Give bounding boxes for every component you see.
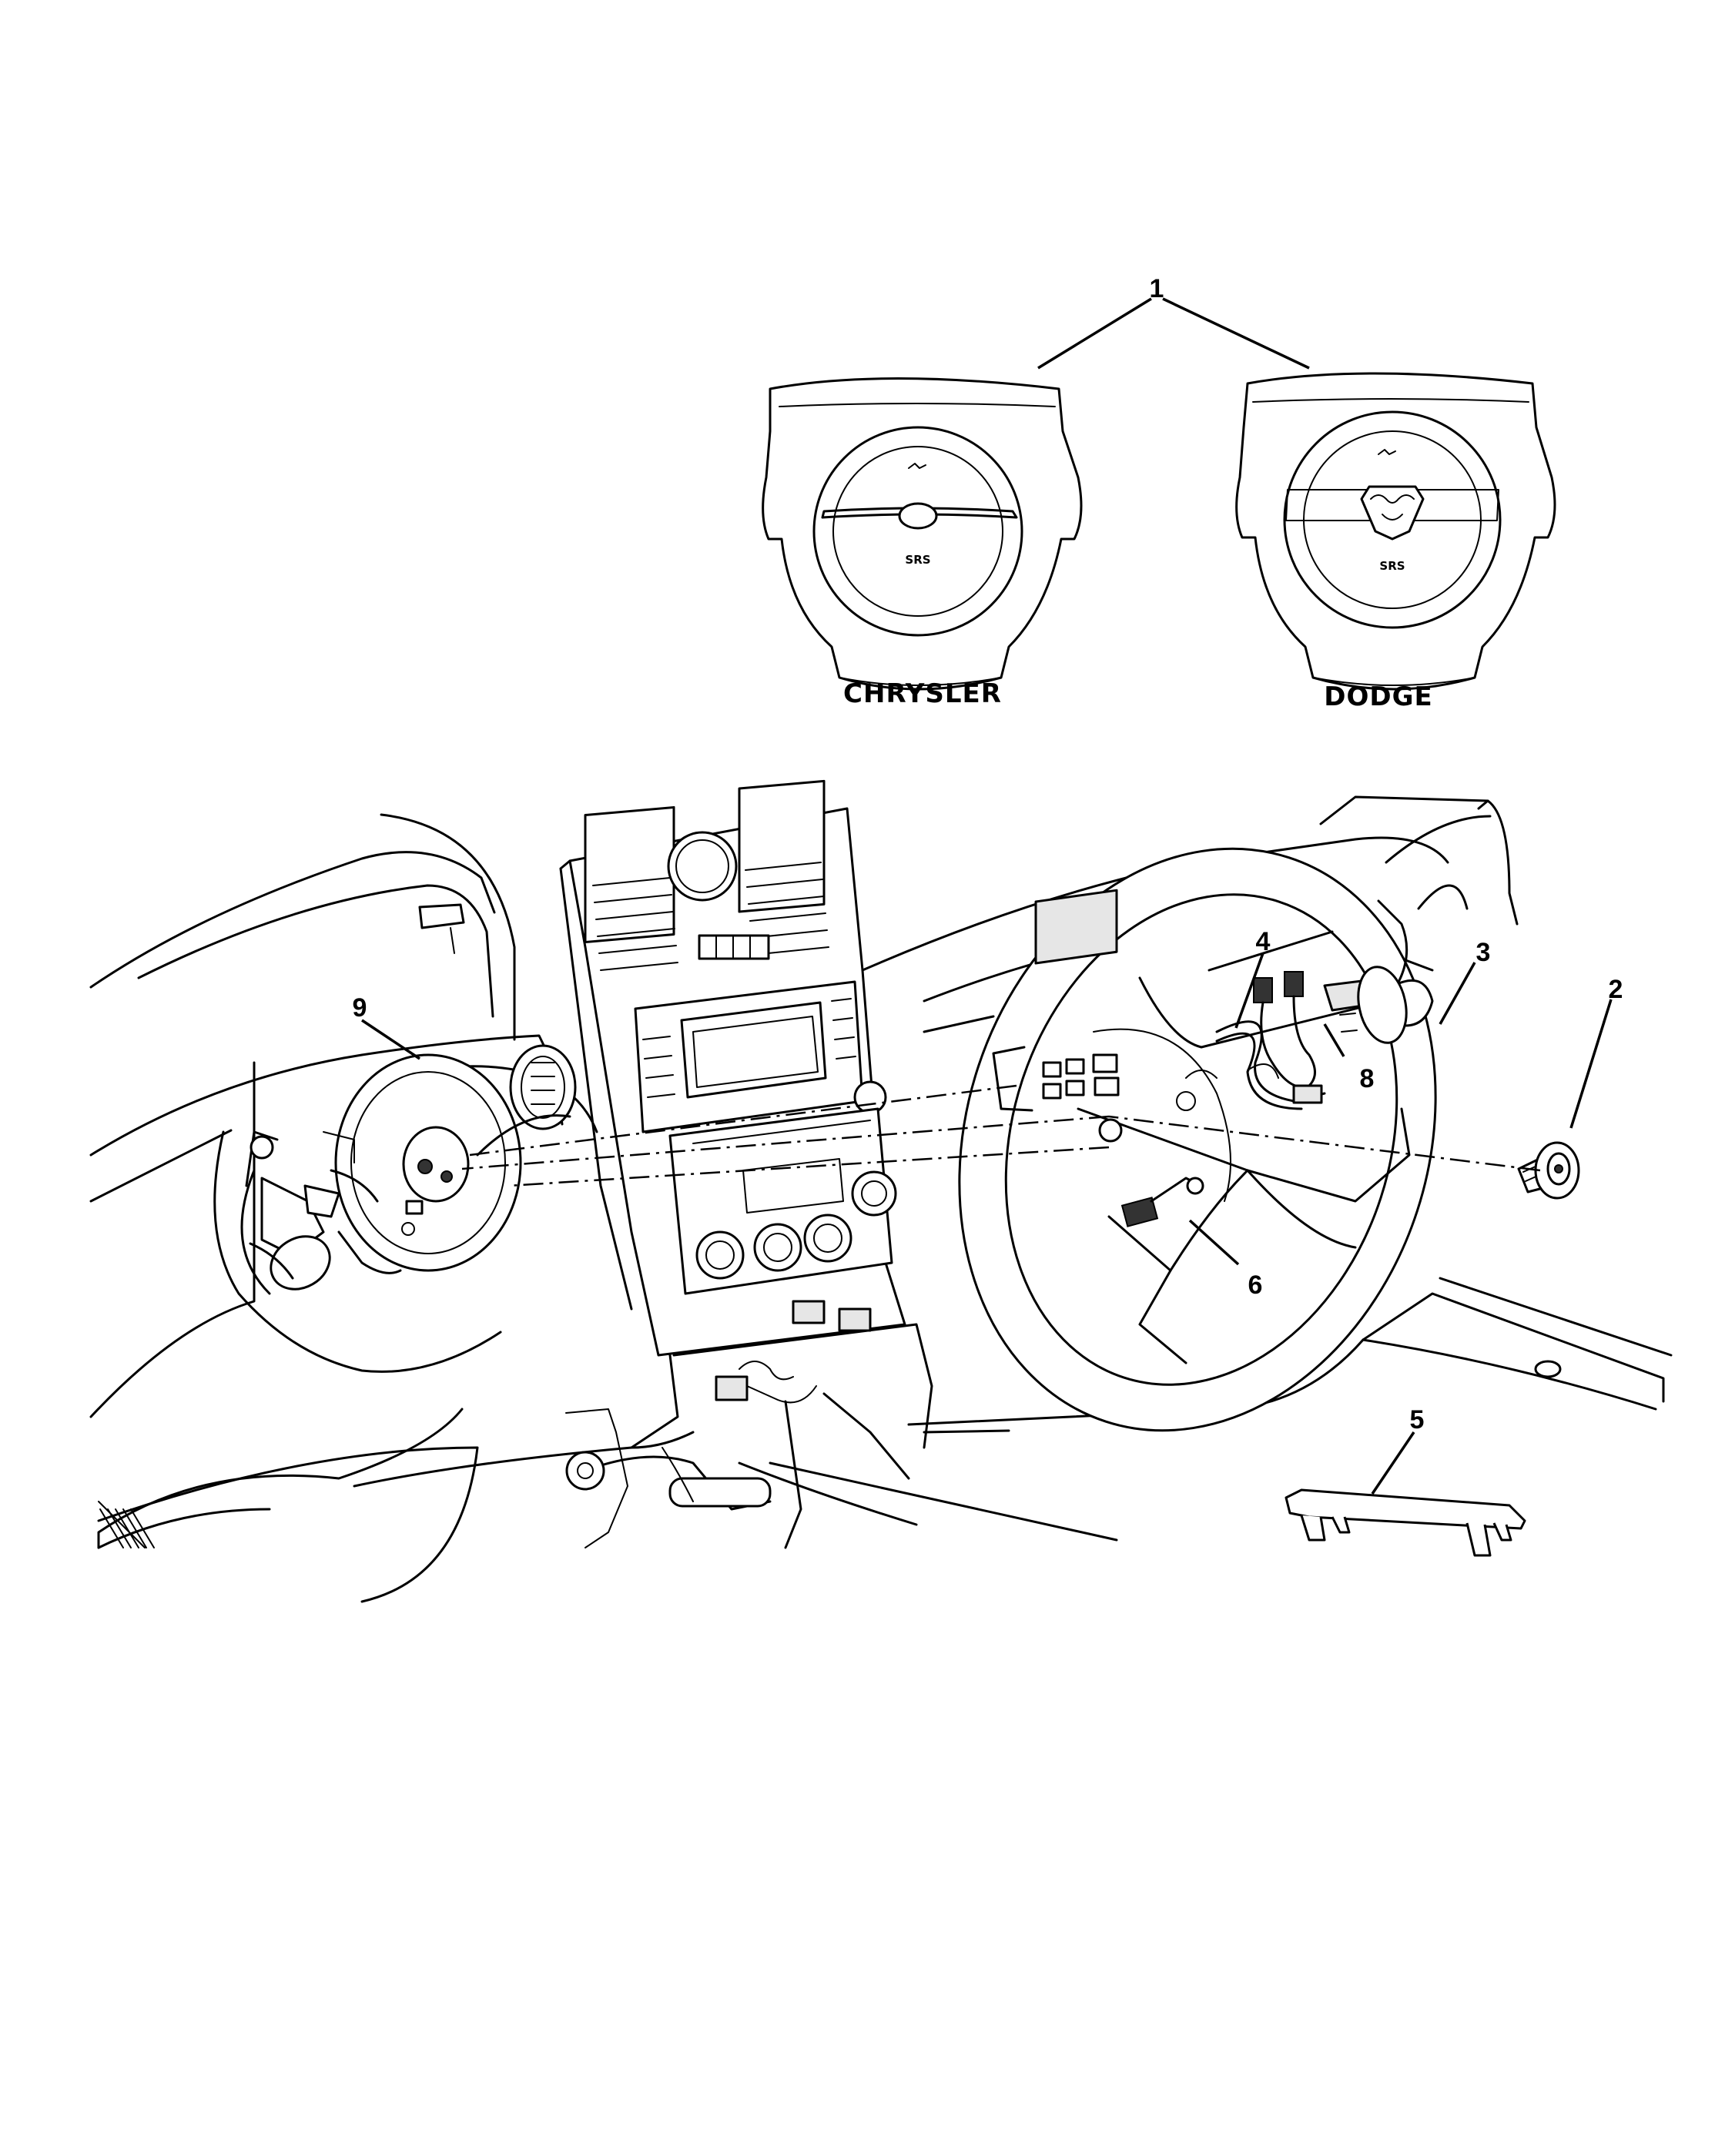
horn-icon <box>908 463 926 469</box>
assembly-lines <box>461 1084 1541 1187</box>
srs-marking-dodge: SRS <box>1379 559 1405 573</box>
callout-2[interactable]: 2 <box>1569 975 1623 1129</box>
srs-marking-chrysler: SRS <box>905 553 930 567</box>
svg-text:5: 5 <box>1410 1405 1425 1435</box>
svg-text:4: 4 <box>1256 927 1271 956</box>
airbag-connector[interactable] <box>1120 1177 1204 1227</box>
clockspring[interactable] <box>334 1053 571 1272</box>
instrument-panel <box>89 813 695 1603</box>
callout-9[interactable]: 9 <box>353 993 420 1060</box>
svg-text:9: 9 <box>353 993 367 1023</box>
callout-1[interactable]: 1 <box>1037 274 1310 370</box>
callout-4[interactable]: 4 <box>1234 927 1271 1029</box>
svg-text:6: 6 <box>1248 1270 1263 1300</box>
callout-5[interactable]: 5 <box>1371 1405 1425 1495</box>
wiring-harness[interactable] <box>1215 971 1326 1110</box>
trim-cover[interactable] <box>1285 1488 1526 1557</box>
airbag-module-chrysler[interactable]: SRS <box>762 377 1083 691</box>
screw[interactable] <box>1517 1141 1580 1200</box>
brand-label-dodge: DODGE <box>1324 681 1432 712</box>
callout-6[interactable]: 6 <box>1188 1219 1263 1300</box>
horn-icon <box>1378 449 1396 455</box>
callout-3[interactable]: 3 <box>1439 938 1491 1025</box>
svg-text:3: 3 <box>1476 938 1491 967</box>
svg-text:8: 8 <box>1360 1064 1375 1093</box>
steering-wheel[interactable] <box>886 786 1509 1493</box>
airbag-module-dodge[interactable]: SRS <box>1235 372 1556 691</box>
center-stack <box>559 779 1118 1549</box>
brand-label-chrysler: CHRYSLER <box>843 678 1002 709</box>
callout-8[interactable]: 8 <box>1323 1023 1375 1093</box>
svg-text:2: 2 <box>1609 975 1623 1004</box>
steering-column <box>245 1130 402 1291</box>
svg-text:1: 1 <box>1150 274 1164 303</box>
